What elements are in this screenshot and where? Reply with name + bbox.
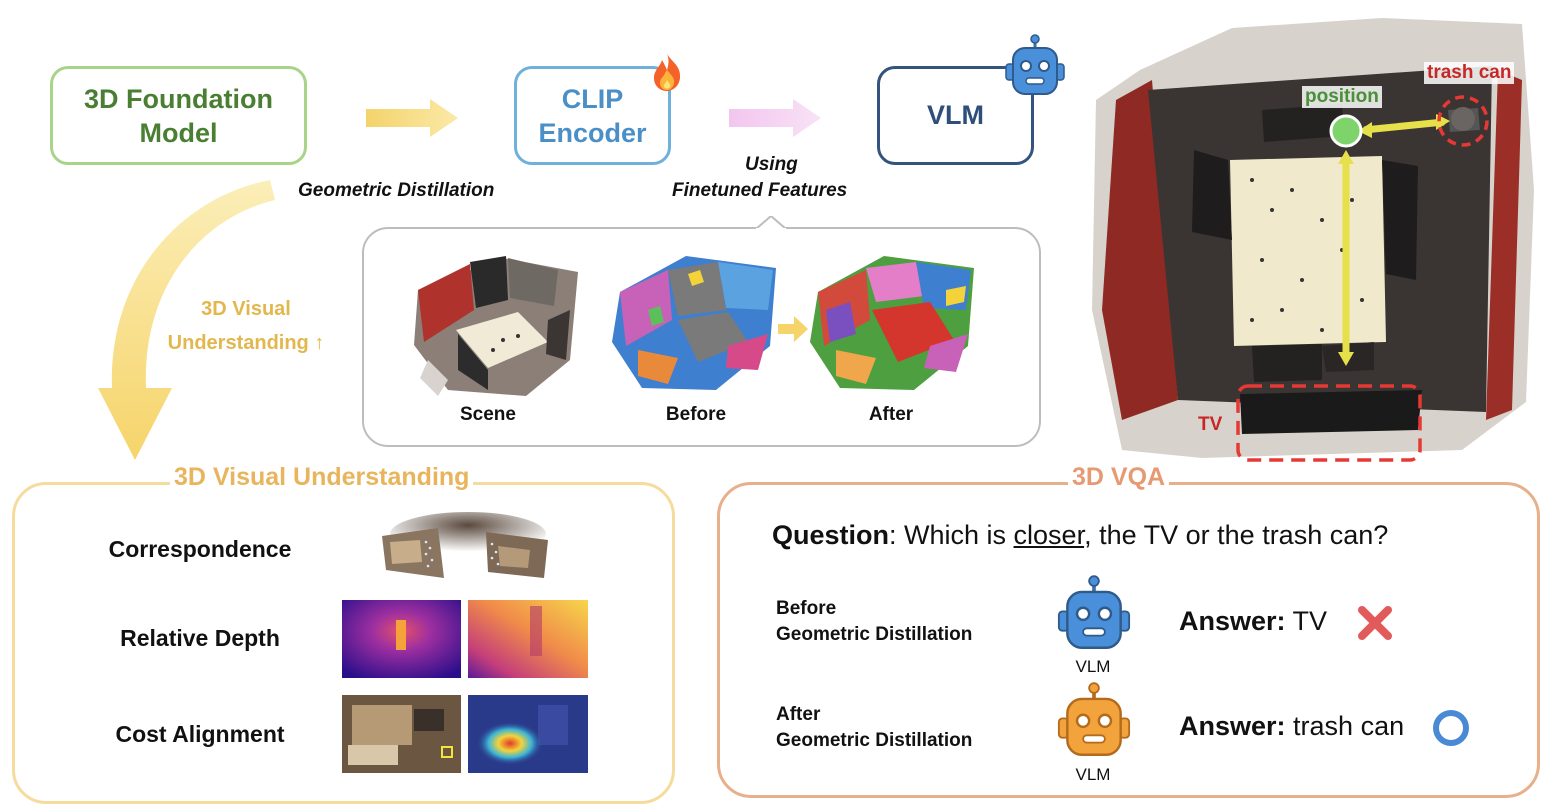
vu-arrow-line1: 3D Visual (201, 298, 291, 320)
cost-heatmap-image (468, 695, 588, 773)
robot-icon (1057, 575, 1131, 649)
using-caption: Using (745, 154, 798, 175)
vlm-label: VLM (927, 100, 984, 130)
before-vlm-caption: VLM (1075, 657, 1111, 676)
cross-icon (1358, 606, 1392, 640)
before-label: Before (665, 404, 727, 425)
scene-thumbnail (414, 256, 578, 396)
robot-icon (1005, 34, 1065, 95)
cost-alignment-image (342, 695, 461, 773)
fire-icon (654, 54, 681, 91)
before-feature-thumbnail (612, 256, 776, 390)
visual-understanding-arrow-label: 3D Visual Understanding ↑ (146, 292, 346, 360)
vqa-title: 3D VQA (1068, 463, 1170, 492)
panel-pointer (756, 216, 786, 230)
vlm-box: VLM (877, 66, 1034, 165)
foundation-line2: Model (139, 117, 218, 148)
clip-line2: Encoder (538, 117, 647, 148)
question-post: , the TV or the trash can? (1084, 520, 1389, 550)
depth-map-1 (342, 600, 461, 678)
geometric-distillation-caption: Geometric Distillation (298, 180, 495, 201)
foundation-model-box: 3D Foundation Model (50, 66, 307, 165)
after-row-label: After Geometric Distillation (776, 702, 972, 754)
before-row-label: Before Geometric Distillation (776, 596, 972, 648)
question-label: Question (772, 520, 890, 550)
before-answer-label: Answer: (1179, 606, 1286, 636)
scene-label: Scene (460, 404, 516, 425)
after-line1: After (776, 704, 821, 725)
before-line1: Before (776, 598, 837, 619)
vu-arrow-line2: Understanding ↑ (167, 332, 325, 354)
before-line2: Geometric Distillation (776, 624, 973, 645)
visual-understanding-title: 3D Visual Understanding (170, 463, 474, 492)
foundation-line1: 3D Foundation (84, 83, 273, 114)
after-label: After (868, 404, 914, 425)
after-line2: Geometric Distillation (776, 730, 973, 751)
task-relative-depth: Relative Depth (120, 625, 280, 651)
question-underlined: closer (1013, 520, 1085, 550)
after-feature-thumbnail (810, 256, 974, 390)
before-answer-text: TV (1292, 606, 1328, 636)
correspondence-image (382, 512, 548, 578)
task-correspondence: Correspondence (108, 536, 292, 562)
depth-map-2 (468, 600, 588, 678)
scene-annotations (1236, 95, 1489, 462)
arrow-right-pink (729, 99, 821, 137)
scene-topdown-image (1092, 18, 1534, 458)
circle-icon (1433, 710, 1469, 746)
after-answer-text: trash can (1293, 711, 1405, 741)
position-label: position (1302, 86, 1382, 108)
before-answer: Answer: TV (1179, 606, 1327, 637)
after-answer: Answer: trash can (1179, 711, 1404, 742)
vqa-question: Question: Which is closer, the TV or the… (772, 520, 1388, 551)
task-cost-alignment: Cost Alignment (115, 721, 285, 747)
after-answer-label: Answer: (1179, 711, 1286, 741)
tv-label: TV (1198, 414, 1223, 435)
clip-line1: CLIP (561, 83, 624, 114)
after-vlm-caption: VLM (1075, 765, 1111, 784)
finetuned-features-caption: Finetuned Features (672, 180, 848, 201)
question-pre: : Which is (889, 520, 1014, 550)
trash-can-label: trash can (1424, 62, 1515, 84)
curved-arrow (98, 180, 275, 460)
robot-icon (1057, 682, 1131, 756)
arrow-right-yellow (366, 99, 458, 137)
small-arrow-right (778, 316, 808, 342)
clip-encoder-box: CLIP Encoder (514, 66, 671, 165)
